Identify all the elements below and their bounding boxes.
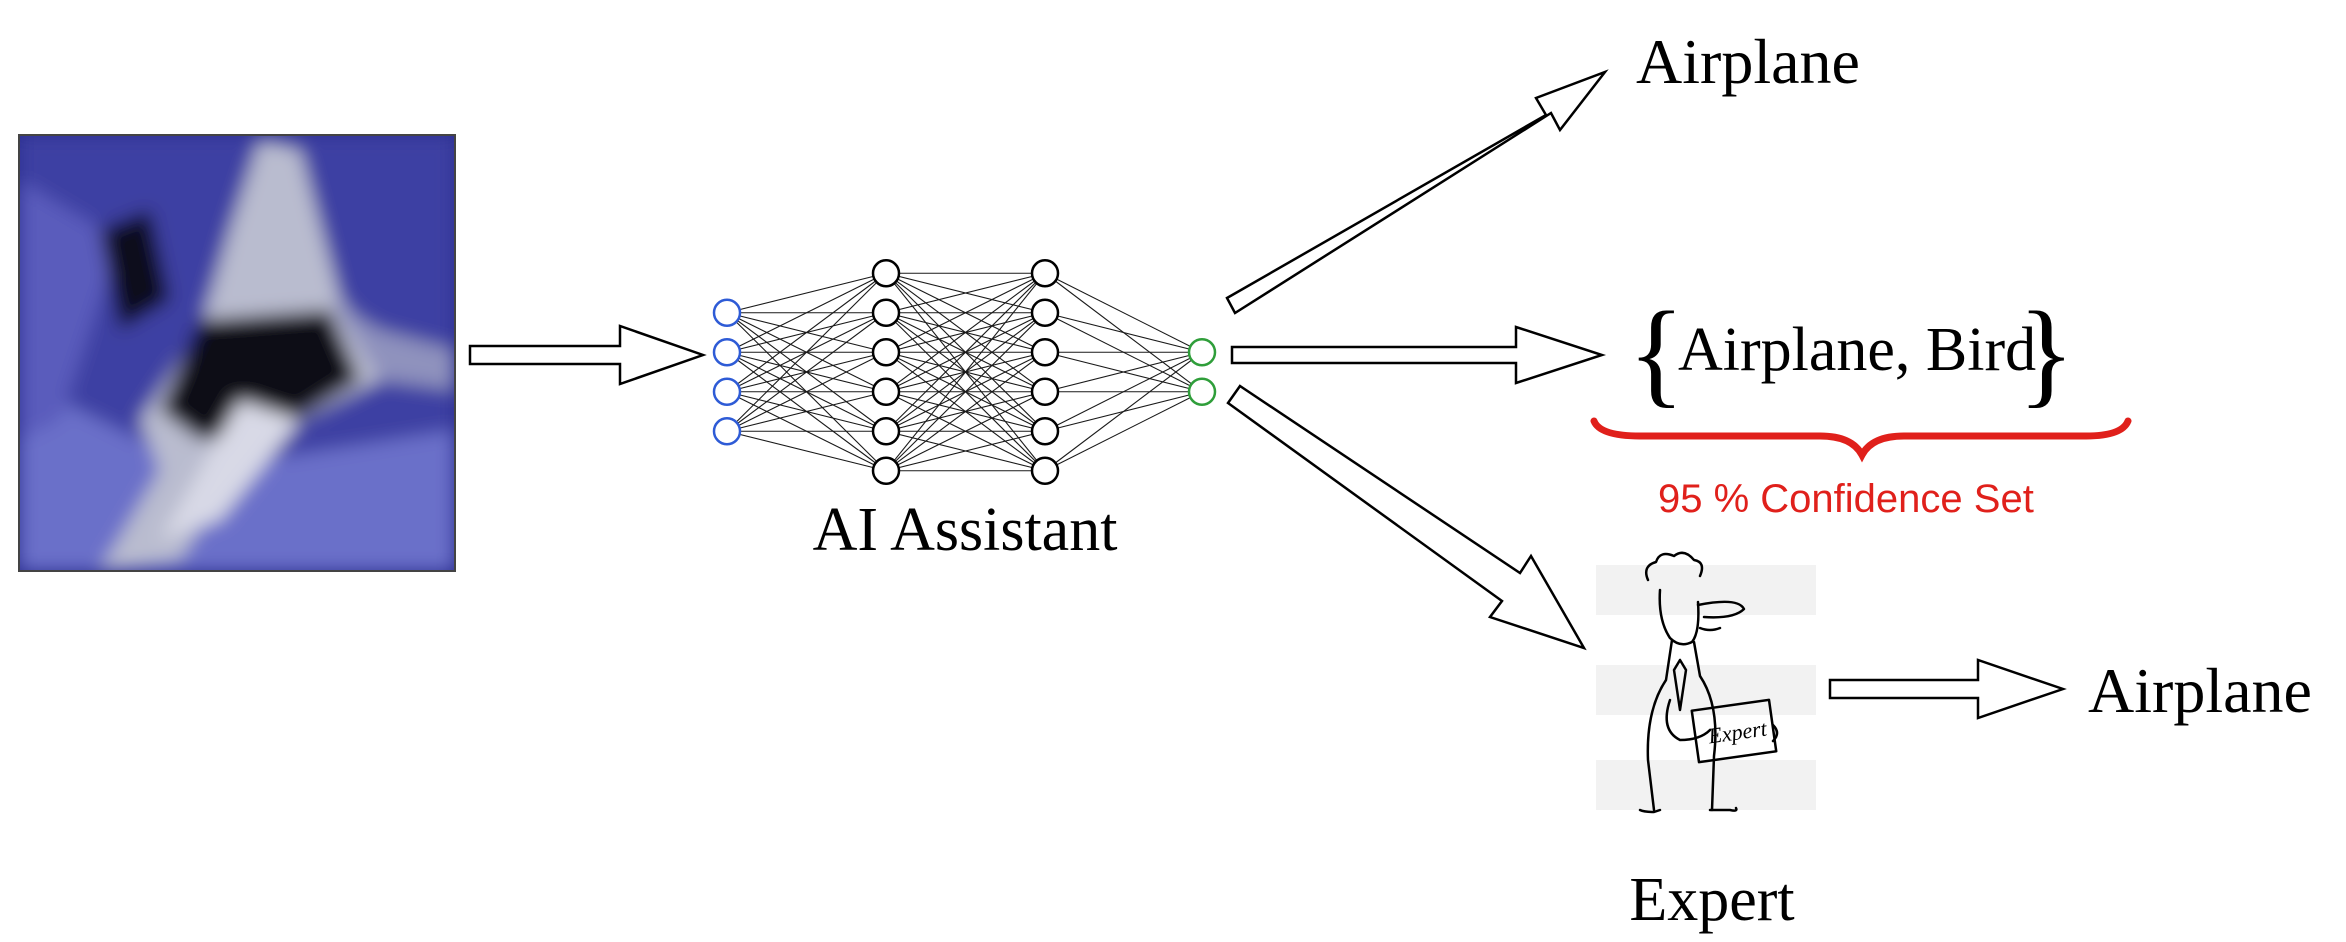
hidden-node [1030,417,1060,446]
arrow-model-to-set [1230,325,1607,385]
network-edge [1044,272,1203,353]
network-edge [726,430,887,472]
hidden-node [871,417,901,446]
network-edge [885,272,1046,314]
network-nodes [712,259,1217,485]
network-edge [726,272,887,432]
hidden-node [1030,338,1060,367]
network-edge [885,272,1046,432]
expert-label: Expert [1629,866,1794,934]
set-open-brace: { [1628,287,1685,418]
neural-network [712,259,1217,485]
network-edge [726,272,887,314]
network-edge [726,272,887,393]
set-label: Airplane, Bird [1678,316,2036,384]
network-edge [1044,351,1203,393]
network-edge [726,351,887,432]
network-edge [726,272,887,353]
network-edges [726,272,1203,472]
hidden-node [1030,259,1060,288]
confidence-underbrace [1590,417,2132,463]
prediction-label: Airplane [1636,26,1860,97]
input-node [712,298,742,327]
network-edge [885,272,1046,393]
network-edge [1044,312,1203,353]
hidden-node [871,377,901,406]
network-edge [885,351,1046,472]
arrow-expert-to-output [1828,658,2067,720]
input-node [712,377,742,406]
expert-illustration: Expert [1596,551,1816,814]
network-edge [885,272,1046,353]
network-edge [885,272,1046,472]
confidence-label: 95 % Confidence Set [1658,477,2034,521]
output-node [1187,338,1217,367]
input-node [712,338,742,367]
input-image [18,134,456,572]
input-node [712,417,742,446]
arrow-input-to-model [468,324,707,386]
network-edge [726,391,887,432]
arrow-model-to-prediction [1225,69,1609,315]
hidden-node [871,338,901,367]
model-label: AI Assistant [813,496,1118,564]
network-edge [885,312,1046,472]
hidden-node [1030,298,1060,327]
arrow-model-to-expert [1226,384,1587,651]
set-close-brace: } [2018,287,2075,418]
hidden-node [871,259,901,288]
output-node [1187,377,1217,406]
expert-output-label: Airplane [2088,655,2312,726]
hidden-node [871,298,901,327]
hidden-node [871,456,901,485]
network-edge [726,312,887,432]
network-edge [1044,351,1203,432]
network-edge [1044,351,1203,472]
network-edge [1044,391,1203,472]
network-edge [885,430,1046,472]
network-edge [885,391,1046,472]
hidden-node [1030,377,1060,406]
hidden-node [1030,456,1060,485]
